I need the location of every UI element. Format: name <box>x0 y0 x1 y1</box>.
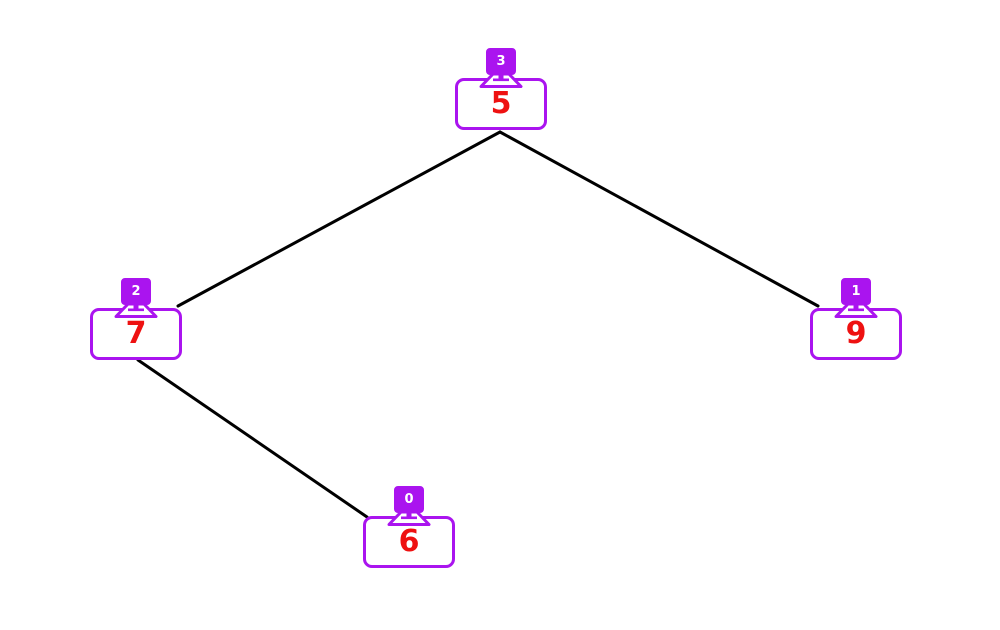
computer-monitor-icon <box>471 48 531 90</box>
node-id-label: 2 <box>131 283 141 299</box>
node-box <box>363 516 455 568</box>
node-value-label: 5 <box>490 86 512 121</box>
node-id-label: 0 <box>404 491 414 507</box>
edge-5-9 <box>498 130 820 308</box>
computer-monitor-icon <box>106 278 166 320</box>
node-value-label: 7 <box>125 316 147 351</box>
edge-5-7 <box>176 130 502 308</box>
computer-monitor-icon <box>379 486 439 528</box>
computer-monitor-icon <box>826 278 886 320</box>
node-id-label: 3 <box>496 53 506 69</box>
node-id-label: 1 <box>851 283 861 299</box>
edge-7-6 <box>136 358 369 519</box>
node-value-label: 9 <box>845 316 867 351</box>
node-value-label: 6 <box>398 524 420 559</box>
